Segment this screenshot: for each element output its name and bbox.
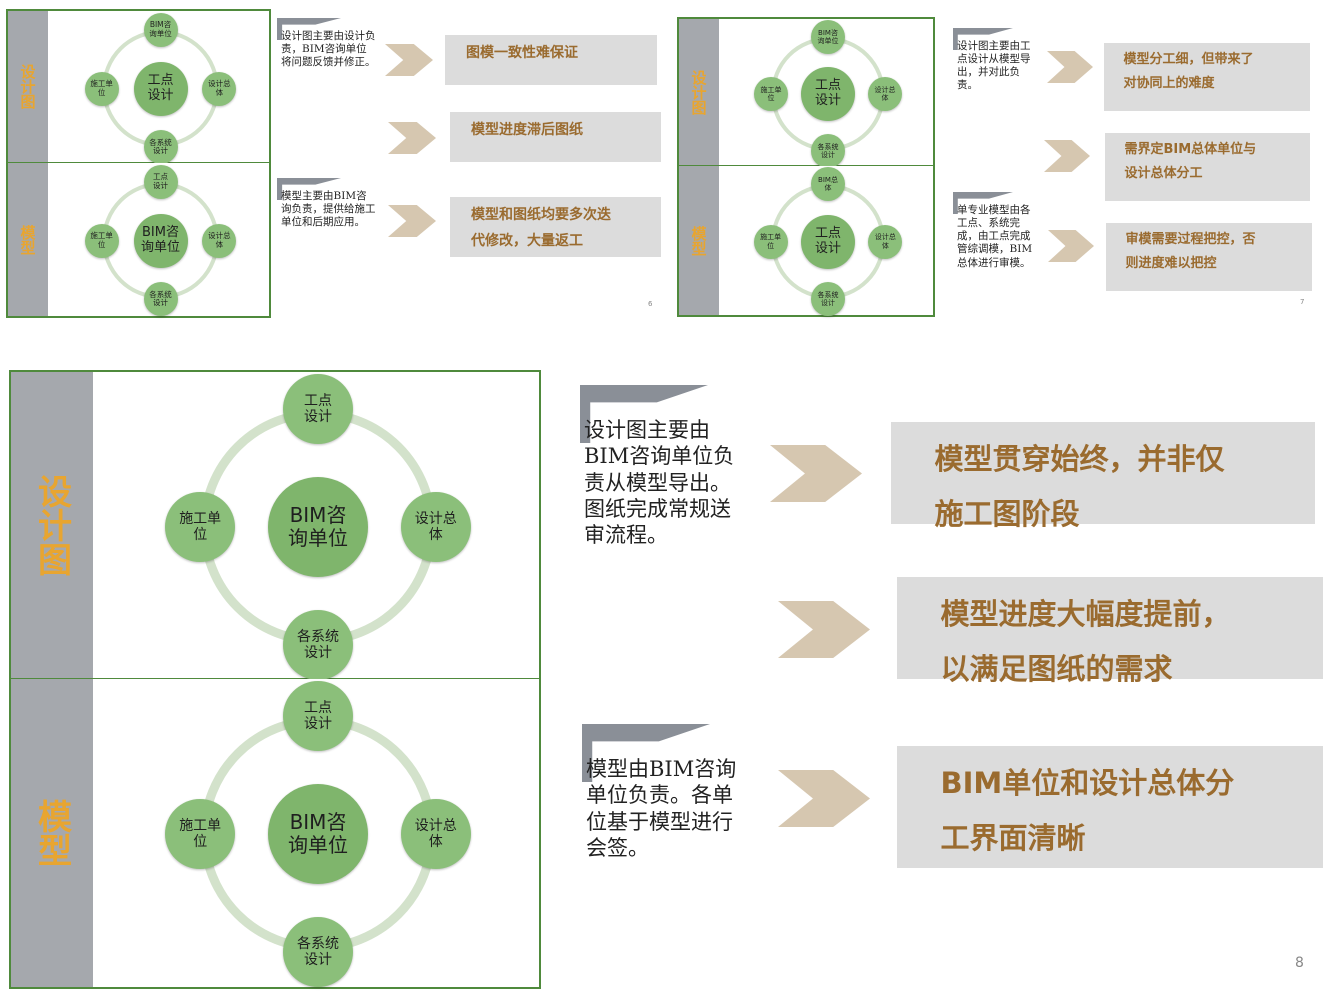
center-node: BIM咨询单位 xyxy=(268,784,368,884)
left-node: 施工单位 xyxy=(165,799,236,869)
panel-side-label: 模型 xyxy=(11,679,93,987)
side-label-text: 模型 xyxy=(31,799,72,867)
org-panel-model: 模型 BIM咨询单位 工点设计各系统设计施工单位 设计总体 xyxy=(9,679,541,989)
chevron-arrow-icon xyxy=(385,44,433,76)
note-flag-shape xyxy=(582,724,710,783)
note-text: 模型由BIM咨询单位负责。各单位基于模型进行会签。 xyxy=(586,757,737,860)
conclusion-box: 审模需要过程把控，否则进度难以把控 xyxy=(1106,223,1312,291)
note-text: 模型主要由BIM咨询负责，提供给施工单位和后期应用。 xyxy=(281,190,376,229)
panel-side-label: 模型 xyxy=(8,163,48,316)
org-panel-drawing: 设计图 BIM咨询单位 工点设计各系统设计施工单位 设计总体 xyxy=(9,370,541,680)
side-label-text: 设计图 xyxy=(31,474,72,576)
bottom-node: 各系统设计 xyxy=(811,281,845,316)
conclusion-box: 图模一致性难保证 xyxy=(445,35,657,85)
conclusion-box: BIM单位和设计总体分工界面清晰 xyxy=(897,746,1323,868)
top-node: 工点设计 xyxy=(283,681,353,752)
top-node: BIM总体 xyxy=(811,167,845,202)
top-node: BIM咨询单位 xyxy=(811,20,845,54)
right-node: 设计总体 xyxy=(868,77,902,111)
bottom-node: 各系统设计 xyxy=(283,916,353,987)
chevron-arrow-icon xyxy=(778,601,870,658)
top-node: 工点设计 xyxy=(143,164,178,199)
note-text: 设计图主要由工点设计从模型导出，并对此负责。 xyxy=(957,40,1031,92)
center-node: 工点设计 xyxy=(801,67,855,121)
bottom-node: 各系统设计 xyxy=(283,609,353,680)
note-flag-shape xyxy=(277,17,341,40)
bottom-node: 各系统设计 xyxy=(143,130,178,165)
panel-side-label: 设计图 xyxy=(11,372,93,678)
side-label-text: 设计图 xyxy=(689,69,708,115)
chevron-arrow-icon xyxy=(1044,140,1090,172)
note-text: 设计图主要由BIM咨询单位负责从模型导出。图纸完成常规送审流程。 xyxy=(584,418,735,547)
conclusion-box: 模型分工细，但带来了对协同上的难度 xyxy=(1104,43,1310,111)
conclusion-box: 需界定BIM总体单位与设计总体分工 xyxy=(1105,133,1310,201)
center-node: BIM咨询单位 xyxy=(133,213,188,268)
org-panel-model: 模型 BIM咨询单位 工点设计各系统设计施工单位 设计总体 xyxy=(6,163,271,318)
bottom-node: 各系统设计 xyxy=(811,134,845,168)
left-node: 施工单位 xyxy=(754,77,788,111)
page-number: 6 xyxy=(648,300,653,308)
note-flag-shape xyxy=(953,27,1013,50)
left-node: 施工单位 xyxy=(165,492,236,562)
conclusion-box: 模型和图纸均要多次迭代修改，大量返工 xyxy=(450,197,661,257)
right-node: 设计总体 xyxy=(202,71,237,106)
chevron-arrow-icon xyxy=(388,122,436,154)
right-node: 设计总体 xyxy=(400,799,471,869)
chevron-arrow-icon xyxy=(388,205,436,237)
page-number: 8 xyxy=(1295,955,1304,971)
chevron-arrow-icon xyxy=(770,445,862,502)
left-node: 施工单位 xyxy=(84,71,119,106)
panel-side-label: 模型 xyxy=(679,166,719,315)
chevron-arrow-icon xyxy=(1047,51,1093,83)
center-node: 工点设计 xyxy=(133,61,188,116)
conclusion-box: 模型进度大幅度提前，以满足图纸的需求 xyxy=(897,577,1323,686)
page-number: 7 xyxy=(1300,298,1305,306)
chevron-arrow-icon xyxy=(1048,230,1094,262)
note-text: 单专业模型由各工点、系统完成，由工点完成管综调模，BIM总体进行审模。 xyxy=(957,204,1033,269)
org-panel-drawing: 设计图 工点设计 BIM咨询单位各系统设计施工单位 设计总体 xyxy=(677,17,935,168)
panel-side-label: 设计图 xyxy=(8,11,48,162)
right-node: 设计总体 xyxy=(202,223,237,258)
panel-side-label: 设计图 xyxy=(679,19,719,165)
note-flag-shape xyxy=(953,191,1013,214)
conclusion-box: 模型进度滞后图纸 xyxy=(450,112,661,162)
top-node: 工点设计 xyxy=(283,374,353,445)
org-panel-drawing: 设计图 工点设计 BIM咨询单位各系统设计施工单位 设计总体 xyxy=(6,9,271,165)
right-node: 设计总体 xyxy=(868,224,903,259)
side-label-text: 设计图 xyxy=(18,64,37,109)
side-label-text: 模型 xyxy=(689,225,708,256)
org-panel-model: 模型 工点设计 BIM总体各系统设计施工单位 设计总体 xyxy=(677,166,935,317)
side-label-text: 模型 xyxy=(18,224,37,255)
conclusion-box: 模型贯穿始终，并非仅施工图阶段 xyxy=(891,422,1315,531)
center-node: BIM咨询单位 xyxy=(268,477,368,577)
note-text: 设计图主要由设计负责，BIM咨询单位将问题反馈并修正。 xyxy=(281,30,376,69)
left-node: 施工单位 xyxy=(753,224,788,259)
center-node: 工点设计 xyxy=(801,214,855,269)
bottom-node: 各系统设计 xyxy=(143,282,178,317)
chevron-arrow-icon xyxy=(778,770,870,827)
right-node: 设计总体 xyxy=(400,492,471,562)
top-node: BIM咨询单位 xyxy=(143,12,178,47)
note-flag-shape xyxy=(277,177,341,200)
note-flag-shape xyxy=(580,385,708,444)
left-node: 施工单位 xyxy=(84,223,119,258)
